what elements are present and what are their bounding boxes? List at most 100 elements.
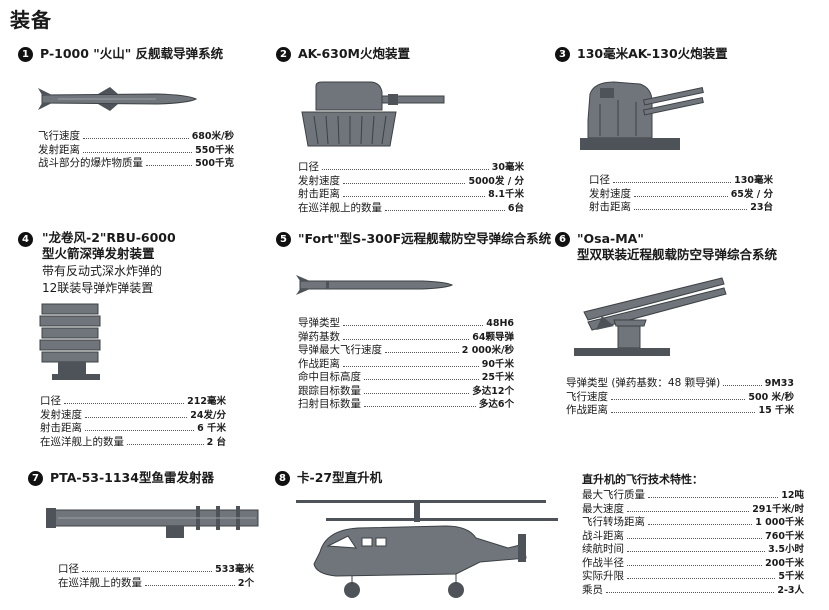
spec-label: 跟踪目标数量 bbox=[298, 384, 361, 397]
spec-row: 最大速度 291千米/时 bbox=[582, 503, 804, 517]
spec-row: 在巡洋舰上的数量 2 台 bbox=[40, 436, 226, 450]
spec-value: 2个 bbox=[237, 577, 254, 589]
s300f-missile-illustration bbox=[296, 275, 454, 295]
spec-row: 导弹最大飞行速度 2 000米/秒 bbox=[298, 344, 514, 358]
spec-label: 弹药基数 bbox=[298, 330, 340, 343]
section-6-title-line-1: "Osa-MA" bbox=[577, 231, 644, 246]
spec-value: 291千米/时 bbox=[752, 503, 804, 515]
section-7-number: 7 bbox=[28, 471, 43, 486]
spec-label: 飞行转场距离 bbox=[582, 516, 645, 528]
section-5-number: 5 bbox=[276, 232, 291, 247]
spec-value: 500 米/秒 bbox=[748, 391, 794, 403]
spec-row: 在巡洋舰上的数量 2个 bbox=[58, 577, 254, 591]
ak130-gun-illustration bbox=[580, 81, 704, 150]
section-4-subtitle-line-1: 带有反动式深水炸弹的 bbox=[42, 264, 163, 278]
section-4-title-line-2: 型火箭深弹发射装置 bbox=[42, 246, 155, 261]
spec-value: 15 千米 bbox=[758, 405, 794, 416]
section-7-specs: 口径 533毫米 在巡洋舰上的数量 2个 bbox=[58, 563, 254, 590]
spec-row: 扫射目标数量多达6个 bbox=[298, 398, 514, 412]
spec-label: 发射距离 bbox=[38, 143, 80, 156]
spec-row: 跟踪目标数量多达12个 bbox=[298, 385, 514, 399]
spec-value: 500千克 bbox=[195, 158, 234, 169]
spec-row: 发射速度 5000发 / 分 bbox=[298, 175, 524, 189]
spec-label: 作战距离 bbox=[566, 404, 608, 416]
spec-row: 导弹类型 (弹药基数：48 颗导弹)9M33 bbox=[566, 377, 794, 391]
spec-value: 3.5小时 bbox=[768, 544, 804, 555]
spec-value: 130毫米 bbox=[734, 175, 773, 186]
section-6-title-line-2: 型双联装近程舰载防空导弹综合系统 bbox=[577, 247, 778, 262]
spec-value: 2 000米/秒 bbox=[461, 345, 514, 356]
spec-label: 在巡洋舰上的数量 bbox=[58, 576, 142, 589]
spec-row: 命中目标高度 25千米 bbox=[298, 371, 514, 385]
spec-label: 射击距离 bbox=[298, 188, 340, 200]
section-5-title: "Fort"型S-300F远程舰载防空导弹综合系统 bbox=[298, 231, 552, 246]
heli-specs-title: 直升机的飞行技术特性： bbox=[582, 473, 703, 486]
section-4-subtitle-line-2: 12联装导弹炸弹装置 bbox=[42, 281, 154, 295]
spec-label: 导弹类型 bbox=[298, 317, 340, 329]
spec-label: 作战距离 bbox=[298, 357, 340, 370]
spec-value: 200千米 bbox=[765, 557, 804, 569]
spec-label: 续航时间 bbox=[582, 543, 624, 555]
spec-value: 533毫米 bbox=[215, 564, 254, 575]
spec-label: 飞行速度 bbox=[566, 390, 608, 403]
spec-label: 导弹最大飞行速度 bbox=[298, 344, 382, 356]
spec-row: 飞行速度 500 米/秒 bbox=[566, 391, 794, 405]
spec-label: 射击距离 bbox=[589, 201, 631, 213]
spec-label: 最大飞行质量 bbox=[582, 489, 645, 501]
spec-label: 乘员 bbox=[582, 583, 603, 596]
section-3-title: 130毫米AK-130火炮装置 bbox=[577, 46, 728, 61]
spec-row: 射击距离 8.1千米 bbox=[298, 188, 524, 202]
spec-value: 2-3人 bbox=[777, 584, 804, 596]
spec-value: 2 台 bbox=[206, 436, 226, 448]
spec-label: 最大速度 bbox=[582, 502, 624, 515]
spec-row: 射击距离 23台 bbox=[589, 201, 773, 215]
spec-label: 战斗距离 bbox=[582, 529, 624, 542]
section-4-number: 4 bbox=[18, 232, 33, 247]
spec-row: 作战距离 15 千米 bbox=[566, 404, 794, 418]
spec-label: 射击距离 bbox=[40, 422, 82, 434]
spec-value: 1 000千米 bbox=[755, 517, 804, 528]
spec-label: 命中目标高度 bbox=[298, 371, 361, 383]
spec-value: 24发/分 bbox=[190, 409, 226, 421]
spec-label: 在巡洋舰上的数量 bbox=[40, 435, 124, 448]
spec-label: 发射速度 bbox=[298, 174, 340, 187]
spec-label: 在巡洋舰上的数量 bbox=[298, 201, 382, 214]
section-7-title: PTA-53-1134型鱼雷发射器 bbox=[50, 470, 214, 485]
spec-value: 23台 bbox=[750, 202, 773, 213]
spec-label: 作战半径 bbox=[582, 556, 624, 569]
spec-label: 口径 bbox=[40, 395, 61, 407]
section-1-number: 1 bbox=[18, 47, 33, 62]
spec-value: 64颗导弹 bbox=[472, 331, 514, 343]
p1000-missile-illustration bbox=[38, 87, 198, 111]
spec-label: 发射速度 bbox=[40, 408, 82, 421]
spec-value: 5000发 / 分 bbox=[468, 175, 524, 187]
spec-value: 212毫米 bbox=[187, 396, 226, 407]
spec-row: 口径 212毫米 bbox=[40, 395, 226, 409]
section-6-number: 6 bbox=[555, 232, 570, 247]
spec-label: 口径 bbox=[58, 563, 79, 575]
spec-label: 口径 bbox=[589, 174, 610, 186]
spec-row: 续航时间 3.5小时 bbox=[582, 543, 804, 557]
spec-label: 飞行速度 bbox=[38, 130, 80, 142]
spec-value: 25千米 bbox=[481, 372, 514, 383]
spec-row: 乘员 2-3人 bbox=[582, 584, 804, 598]
spec-label: 发射速度 bbox=[589, 187, 631, 200]
spec-value: 8.1千米 bbox=[488, 189, 524, 200]
spec-label: 实际升限 bbox=[582, 570, 624, 582]
osa-ma-launcher-illustration bbox=[574, 277, 727, 356]
section-3-number: 3 bbox=[555, 47, 570, 62]
spec-value: 550千米 bbox=[195, 144, 234, 156]
ak630m-gun-illustration bbox=[301, 81, 445, 147]
